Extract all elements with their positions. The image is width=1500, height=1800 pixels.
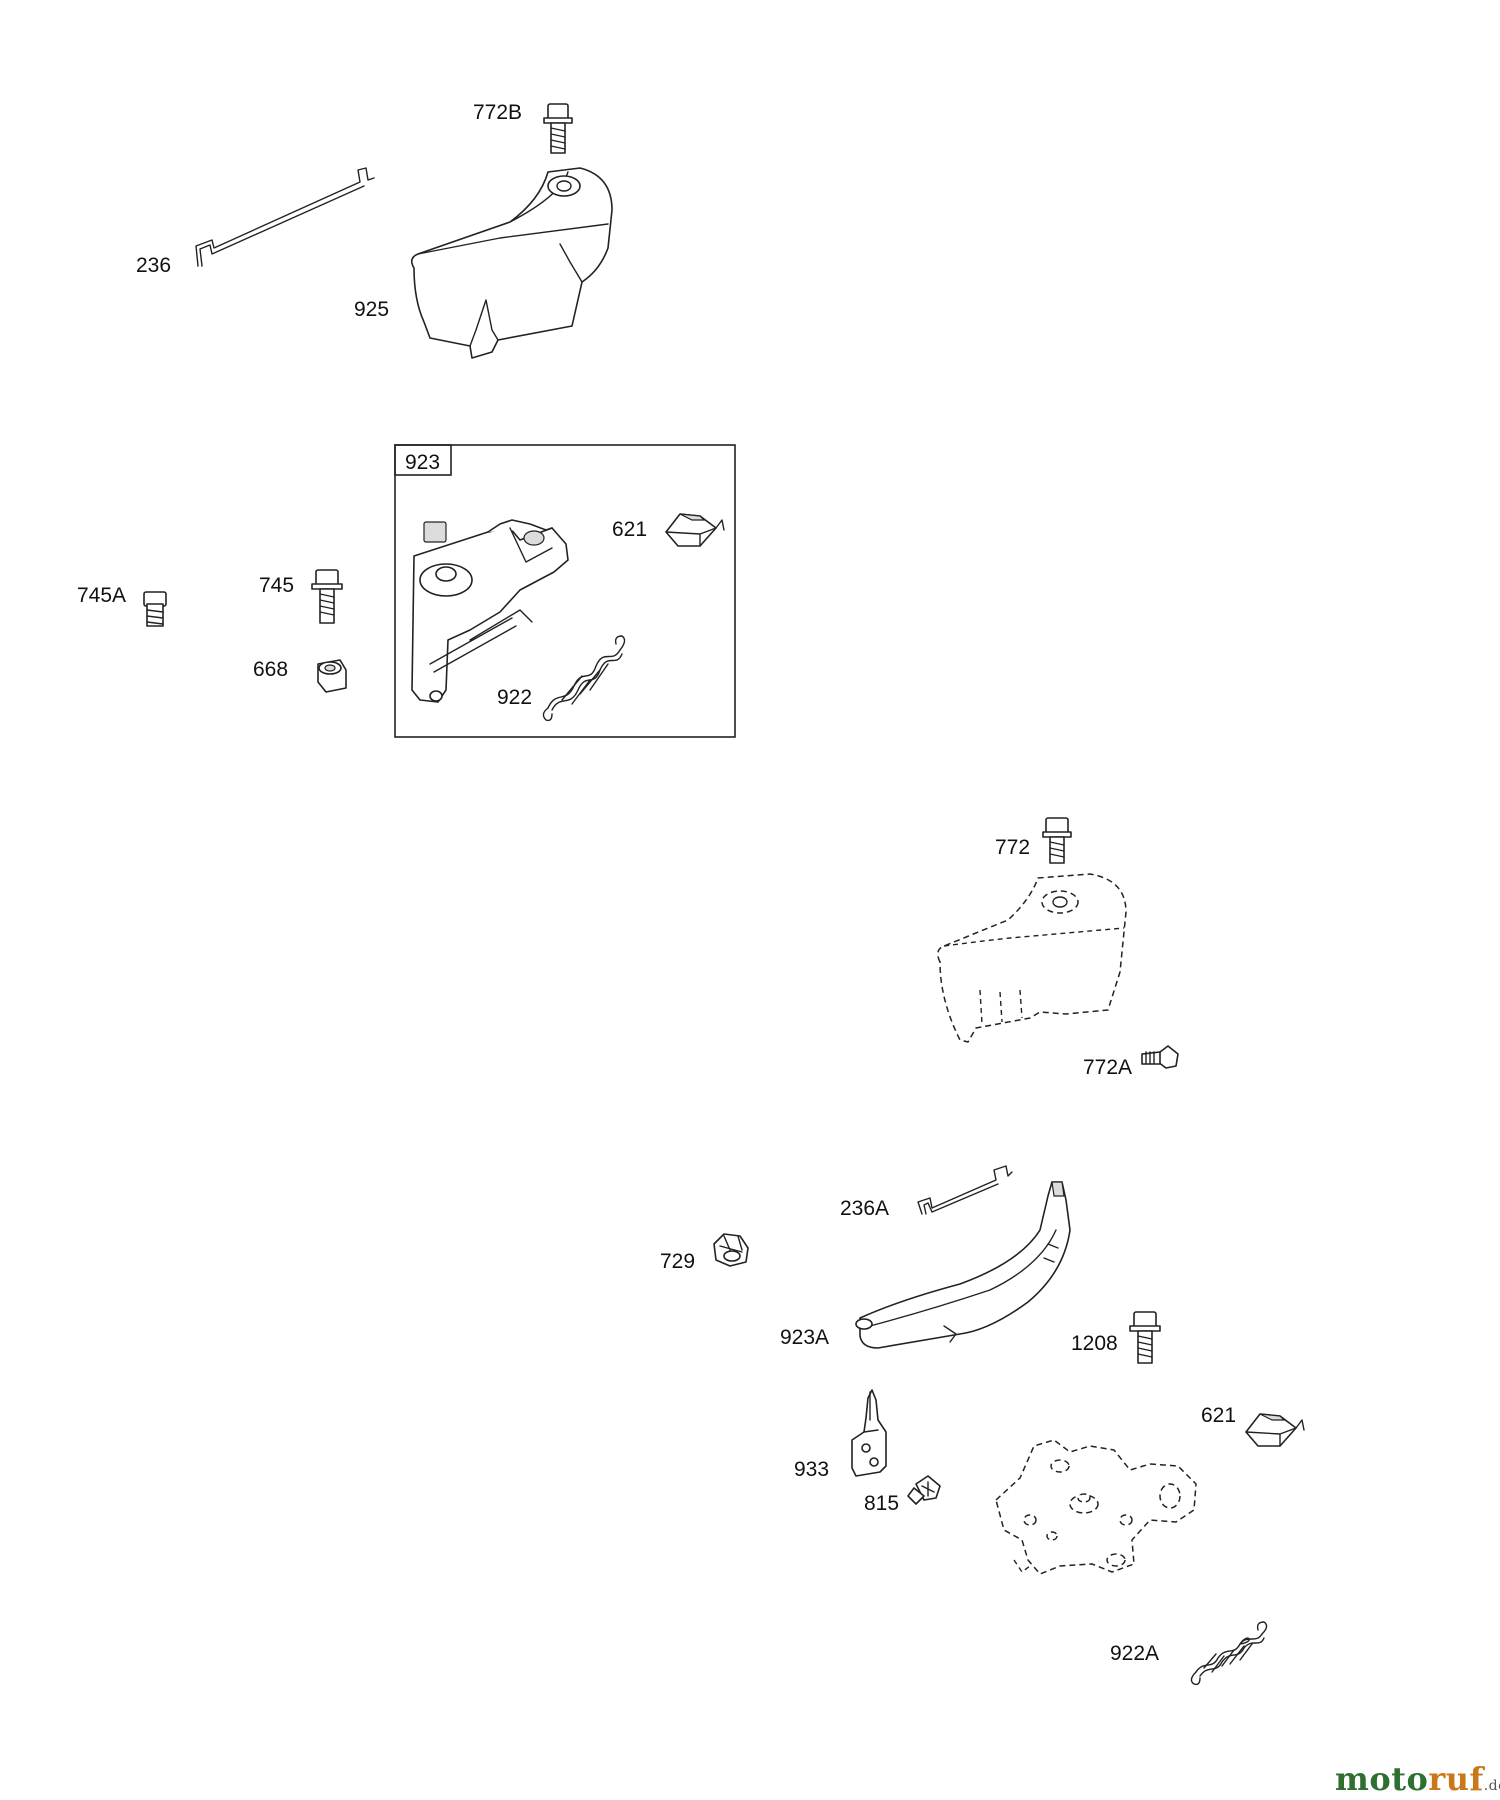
label-729: 729 [660,1250,695,1273]
link-rod-236A [917,1165,1013,1215]
label-668: 668 [253,658,288,681]
label-236: 236 [136,254,171,277]
label-772A: 772A [1083,1056,1132,1079]
label-923: 923 [405,451,440,474]
label-621: 621 [612,518,647,541]
label-745: 745 [259,574,294,597]
bolt-772B [543,103,573,154]
link-rod-236 [195,167,375,267]
bolt-1208 [1129,1311,1161,1364]
kit-box-923 [394,444,736,738]
watermark-logo: motoruf.de [1335,1760,1500,1798]
label-925: 925 [354,298,389,321]
spring-922A [1190,1621,1268,1686]
label-933: 933 [794,1458,829,1481]
governor-lever-923A [855,1181,1071,1349]
clip-621 [665,513,725,547]
watermark-suffix: .de [1483,1778,1500,1794]
label-621-lower: 621 [1201,1404,1236,1427]
label-745A: 745A [77,584,126,607]
bracket-933 [851,1389,887,1477]
label-772B: 772B [473,101,522,124]
governor-lever-assembly [411,519,569,703]
clip-729 [713,1233,749,1267]
bushing-668 [317,659,347,693]
label-236A: 236A [840,1197,889,1220]
bolt-745 [311,569,343,624]
label-815: 815 [864,1492,899,1515]
screw-815 [907,1475,941,1505]
spring-922 [542,635,626,722]
label-923A: 923A [780,1326,829,1349]
label-922: 922 [497,686,532,709]
watermark-part1: moto [1335,1760,1429,1798]
governor-plate-phantom [995,1439,1197,1575]
label-1208: 1208 [1071,1332,1118,1355]
bolt-772 [1042,817,1072,864]
watermark-part2: ruf [1428,1760,1484,1798]
label-772: 772 [995,836,1030,859]
cover-phantom [937,873,1127,1043]
screw-772A [1141,1045,1179,1069]
label-922A: 922A [1110,1642,1159,1665]
cover-925 [410,167,613,359]
screw-745A [143,591,167,627]
clip-621-lower [1245,1413,1305,1447]
